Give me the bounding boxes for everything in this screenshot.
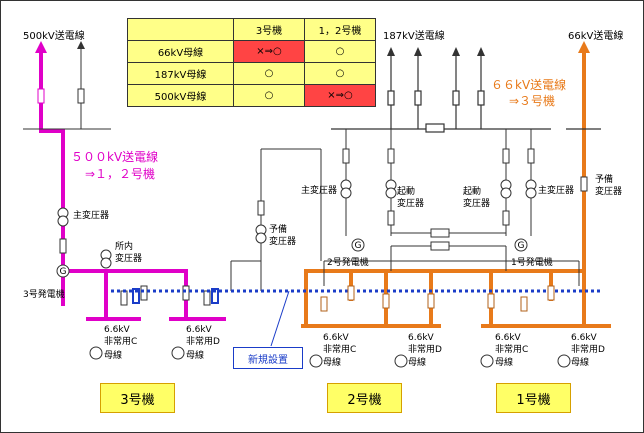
orange-note-2: ⇒３号機 — [509, 93, 555, 108]
table-cell: ×⇒○ — [304, 84, 376, 107]
line-500kv-label: 500kV送電線 — [23, 29, 85, 42]
start-tr-label-1b: 変圧器 — [397, 197, 424, 209]
arrow-up-icon — [578, 41, 590, 53]
main-tr-right-label: 主変圧器 — [538, 184, 574, 196]
pink-note-2: ⇒１，２号機 — [85, 166, 155, 181]
line-187kv-label: 187kV送電線 — [383, 29, 445, 42]
spare-tr-label-1: 予備 — [269, 223, 287, 235]
unit-3-label: 3号機 — [100, 383, 175, 413]
bus1-bus: 母線 — [104, 349, 122, 361]
table-cell: ○ — [304, 62, 376, 85]
bus2-name: 非常用D — [186, 335, 220, 347]
spare-tr-r-label-1: 予備 — [595, 173, 613, 185]
table-cell: ○ — [233, 84, 305, 107]
start-tr-label-2b: 変圧器 — [463, 197, 490, 209]
new-install-label: 新規設置 — [233, 347, 303, 369]
table-header-cell: 1，2号機 — [304, 18, 376, 41]
table-cell: ×⇒○ — [233, 40, 305, 63]
table-header-cell: 3号機 — [233, 18, 305, 41]
status-table: 3号機 1，2号機 66kV母線 ×⇒○ ○ 187kV母線 ○ ○ 500kV… — [127, 18, 376, 107]
orange-breakers — [320, 285, 555, 312]
dg-icons — [89, 346, 571, 368]
table-row: 500kV母線 ○ ×⇒○ — [127, 84, 376, 107]
gen-g-label: G — [60, 267, 67, 277]
gen3-label: 3号発電機 — [23, 288, 65, 300]
bus5-name: 非常用C — [495, 343, 528, 355]
table-cell: 66kV母線 — [127, 40, 234, 63]
bus4-v: 6.6kV — [408, 333, 435, 343]
arrow-up-icon — [387, 47, 485, 56]
bus6-name: 非常用D — [571, 343, 605, 355]
new-breakers — [132, 288, 219, 304]
arrow-up-icon — [77, 41, 85, 49]
arrow-up-icon — [35, 41, 47, 53]
bus1-v: 6.6kV — [104, 325, 131, 335]
bus3-v: 6.6kV — [323, 333, 350, 343]
unit-2-label: 2号機 — [327, 383, 402, 413]
callout-line — [270, 290, 290, 347]
generator-icons — [56, 238, 528, 278]
table-header-cell — [127, 18, 234, 41]
bus6-v: 6.6kV — [571, 333, 598, 343]
spare-tr-r-label-2: 変圧器 — [595, 185, 622, 197]
main-tr-mid-label: 主変圧器 — [301, 184, 337, 196]
house-tr-label-1: 所内 — [115, 240, 133, 252]
unit-1-label: 1号機 — [496, 383, 571, 413]
table-cell: 187kV母線 — [127, 62, 234, 85]
bus3-bus: 母線 — [323, 356, 341, 368]
bus4-bus: 母線 — [408, 356, 426, 368]
main-tr-left-label: 主変圧器 — [73, 209, 109, 221]
bus4-name: 非常用D — [408, 343, 442, 355]
bus3-name: 非常用C — [323, 343, 356, 355]
table-row: 66kV母線 ×⇒○ ○ — [127, 40, 376, 63]
gen1-label: 1号発電機 — [511, 256, 553, 268]
bus1-name: 非常用C — [104, 335, 137, 347]
table-row: 187kV母線 ○ ○ — [127, 62, 376, 85]
bus6-bus: 母線 — [571, 356, 589, 368]
pink-note-1: ５００kV送電線 — [71, 149, 158, 164]
table-cell: ○ — [233, 62, 305, 85]
bus2-bus: 母線 — [186, 349, 204, 361]
unit3-transformers — [57, 207, 211, 306]
house-tr-label-2: 変圧器 — [115, 252, 142, 264]
mid-section — [230, 129, 580, 291]
line-66kv-label: 66kV送電線 — [568, 29, 623, 42]
gen2-label: 2号発電機 — [327, 256, 369, 268]
table-header-row: 3号機 1，2号機 — [127, 18, 376, 41]
bus5-v: 6.6kV — [495, 333, 522, 343]
bus-187kv — [331, 53, 551, 133]
bus5-bus: 母線 — [495, 356, 513, 368]
orange-note-1: ６６kV送電線 — [491, 77, 566, 92]
feeder-lines — [23, 46, 111, 130]
bus2-v: 6.6kV — [186, 325, 213, 335]
gen-g-label: G — [355, 241, 362, 251]
table-cell: ○ — [304, 40, 376, 63]
spare-tr-label-2: 変圧器 — [269, 235, 296, 247]
start-tr-label-1a: 起動 — [397, 186, 415, 197]
table-cell: 500kV母線 — [127, 84, 234, 107]
start-tr-label-2a: 起動 — [463, 186, 481, 197]
gen-g-label: G — [518, 241, 525, 251]
